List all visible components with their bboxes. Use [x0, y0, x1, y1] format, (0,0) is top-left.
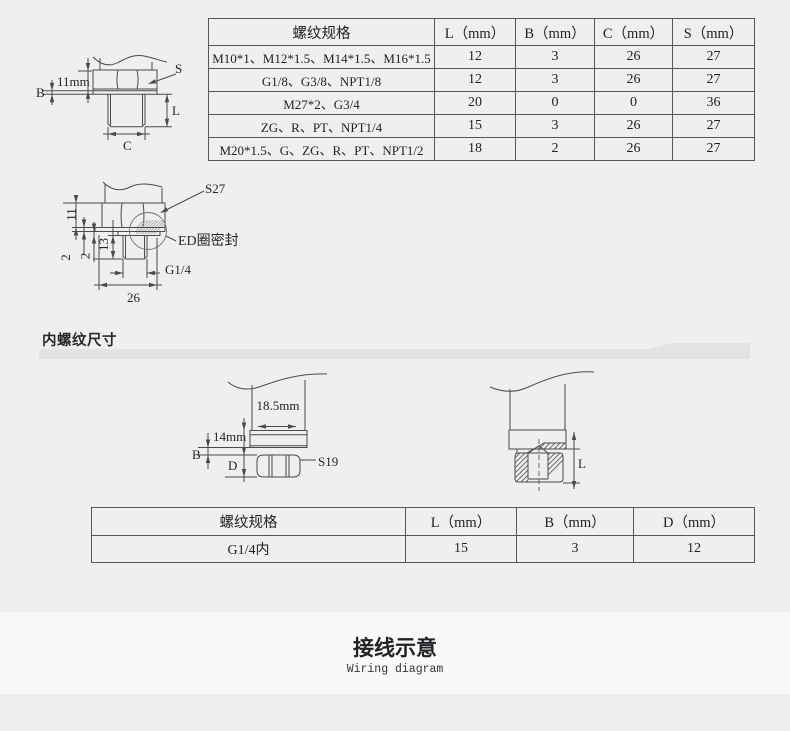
- section-divider-band: [39, 343, 750, 359]
- dim-label-2a: 2: [58, 254, 73, 261]
- col-header-d: D（mm）: [633, 507, 755, 536]
- table-row: M10*1、M12*1.5、M14*1.5、M16*1.5 12 3 26 27: [208, 45, 755, 69]
- dim-label-b: B: [36, 85, 45, 100]
- cell-s: 27: [672, 68, 755, 92]
- cell-l: 15: [434, 114, 516, 138]
- internal-thread-diagram-a: 18.5mm B 14mm D S19: [192, 373, 338, 482]
- label-ed-seal: ED圈密封: [178, 232, 239, 249]
- cell-l: 12: [434, 68, 516, 92]
- dim-label-11: 11: [64, 208, 79, 221]
- wiring-section-panel: [0, 612, 790, 694]
- dim-label-l: L: [578, 456, 586, 471]
- dim-label-height: 11mm: [57, 74, 90, 89]
- cell-b: 2: [515, 137, 595, 161]
- table-header-row: 螺纹规格 L（mm） B（mm） D（mm）: [91, 507, 755, 536]
- col-header-l: L（mm）: [405, 507, 517, 536]
- col-header-b: B（mm）: [516, 507, 634, 536]
- col-header-spec: 螺纹规格: [91, 507, 406, 536]
- cell-d: 12: [633, 535, 755, 563]
- external-thread-diagram-a: B 11mm L C S: [36, 55, 182, 153]
- wiring-title-zh: 接线示意: [353, 636, 437, 660]
- cell-s: 27: [672, 114, 755, 138]
- cell-l: 12: [434, 45, 516, 69]
- cell-c: 26: [594, 68, 673, 92]
- cell-b: 3: [515, 114, 595, 138]
- col-header-c: C（mm）: [594, 18, 673, 46]
- table-row: M20*1.5、G、ZG、R、PT、NPT1/2 18 2 26 27: [208, 137, 755, 161]
- external-thread-table: 螺纹规格 L（mm） B（mm） C（mm） S（mm） M10*1、M12*1…: [208, 18, 755, 161]
- cell-spec: ZG、R、PT、NPT1/4: [208, 114, 435, 138]
- dim-label-26: 26: [127, 290, 141, 305]
- dim-label-height: 14mm: [213, 429, 246, 444]
- cell-c: 26: [594, 114, 673, 138]
- cell-b: 3: [515, 68, 595, 92]
- label-s: S: [175, 61, 182, 76]
- internal-thread-diagram-b: L: [489, 371, 595, 491]
- cell-b: 0: [515, 91, 595, 115]
- table-row: ZG、R、PT、NPT1/4 15 3 26 27: [208, 114, 755, 138]
- internal-thread-table: 螺纹规格 L（mm） B（mm） D（mm） G1/4内 15 3 12: [91, 507, 755, 563]
- label-s27: S27: [205, 181, 226, 196]
- cell-l: 18: [434, 137, 516, 161]
- cell-spec: G1/4内: [91, 535, 406, 563]
- cell-s: 27: [672, 45, 755, 69]
- dim-label-b: B: [192, 447, 201, 462]
- dim-label-2b: 2: [78, 253, 93, 260]
- cell-c: 26: [594, 137, 673, 161]
- section-heading-internal-thread: 内螺纹尺寸: [42, 333, 117, 349]
- cell-s: 27: [672, 137, 755, 161]
- cell-spec: M20*1.5、G、ZG、R、PT、NPT1/2: [208, 137, 435, 161]
- table-row: G1/4内 15 3 12: [91, 535, 755, 563]
- cell-s: 36: [672, 91, 755, 115]
- cell-b: 3: [515, 45, 595, 69]
- cell-spec: M27*2、G3/4: [208, 91, 435, 115]
- cell-spec: M10*1、M12*1.5、M14*1.5、M16*1.5: [208, 45, 435, 69]
- col-header-spec: 螺纹规格: [208, 18, 435, 46]
- col-header-b: B（mm）: [515, 18, 595, 46]
- cell-spec: G1/8、G3/8、NPT1/8: [208, 68, 435, 92]
- dim-label-l: L: [172, 103, 180, 118]
- dim-label-13: 13: [96, 238, 111, 251]
- label-s19: S19: [318, 454, 338, 469]
- table-row: M27*2、G3/4 20 0 0 36: [208, 91, 755, 115]
- cell-l: 15: [405, 535, 517, 563]
- dim-label-d: D: [228, 458, 237, 473]
- wiring-title-en: Wiring diagram: [346, 663, 444, 676]
- dim-label-c: C: [123, 138, 132, 153]
- label-thread-size: G1/4: [165, 262, 192, 277]
- cell-l: 20: [434, 91, 516, 115]
- cell-b: 3: [516, 535, 634, 563]
- table-row: G1/8、G3/8、NPT1/8 12 3 26 27: [208, 68, 755, 92]
- col-header-l: L（mm）: [434, 18, 516, 46]
- cell-c: 0: [594, 91, 673, 115]
- table-header-row: 螺纹规格 L（mm） B（mm） C（mm） S（mm）: [208, 18, 755, 46]
- cell-c: 26: [594, 45, 673, 69]
- dim-label-width: 18.5mm: [257, 398, 300, 413]
- external-thread-diagram-b: S27 ED圈密封 G1/4 26 11 2 2 13: [58, 181, 239, 305]
- col-header-s: S（mm）: [672, 18, 755, 46]
